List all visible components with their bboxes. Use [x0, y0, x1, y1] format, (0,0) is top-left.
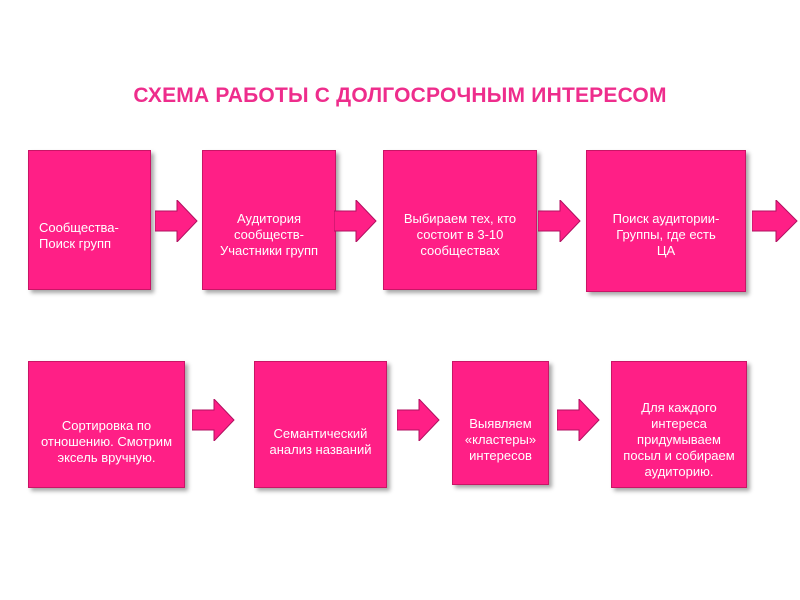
step-box-message-audience: Для каждого интереса придумываем посыл и…	[611, 361, 747, 488]
arrow-right-icon	[397, 399, 441, 441]
step-box-community-search: Сообщества- Поиск групп	[28, 150, 151, 290]
arrow-right-icon	[155, 200, 199, 242]
step-box-semantic-analysis: Семантический анализ названий	[254, 361, 387, 488]
step-label: Поиск аудитории- Группы, где есть ЦА	[612, 211, 720, 258]
step-box-select-members: Выбираем тех, кто состоит в 3-10 сообщес…	[383, 150, 537, 290]
step-label: Семантический анализ названий	[269, 426, 372, 457]
page-title: СХЕМА РАБОТЫ С ДОЛГОСРОЧНЫМ ИНТЕРЕСОМ	[133, 84, 667, 107]
step-label: Для каждого интереса придумываем посыл и…	[623, 400, 735, 479]
step-label: Выбираем тех, кто состоит в 3-10 сообщес…	[403, 211, 517, 258]
step-label: Выявляем «кластеры» интересов	[464, 416, 537, 463]
arrow-right-icon	[192, 399, 236, 441]
arrow-right-icon	[334, 200, 378, 242]
step-label: Аудитория сообществ- Участники групп	[219, 211, 319, 258]
step-box-community-audience: Аудитория сообществ- Участники групп	[202, 150, 336, 290]
step-box-audience-search: Поиск аудитории- Группы, где есть ЦА	[586, 150, 746, 292]
step-label: Сортировка по отношению. Смотрим эксель …	[40, 418, 173, 465]
arrow-right-icon	[557, 399, 601, 441]
arrow-right-icon	[538, 200, 582, 242]
step-box-clusters: Выявляем «кластеры» интересов	[452, 361, 549, 485]
arrow-right-icon	[752, 200, 798, 242]
step-label: Сообщества- Поиск групп	[39, 220, 119, 251]
step-box-sorting: Сортировка по отношению. Смотрим эксель …	[28, 361, 185, 488]
